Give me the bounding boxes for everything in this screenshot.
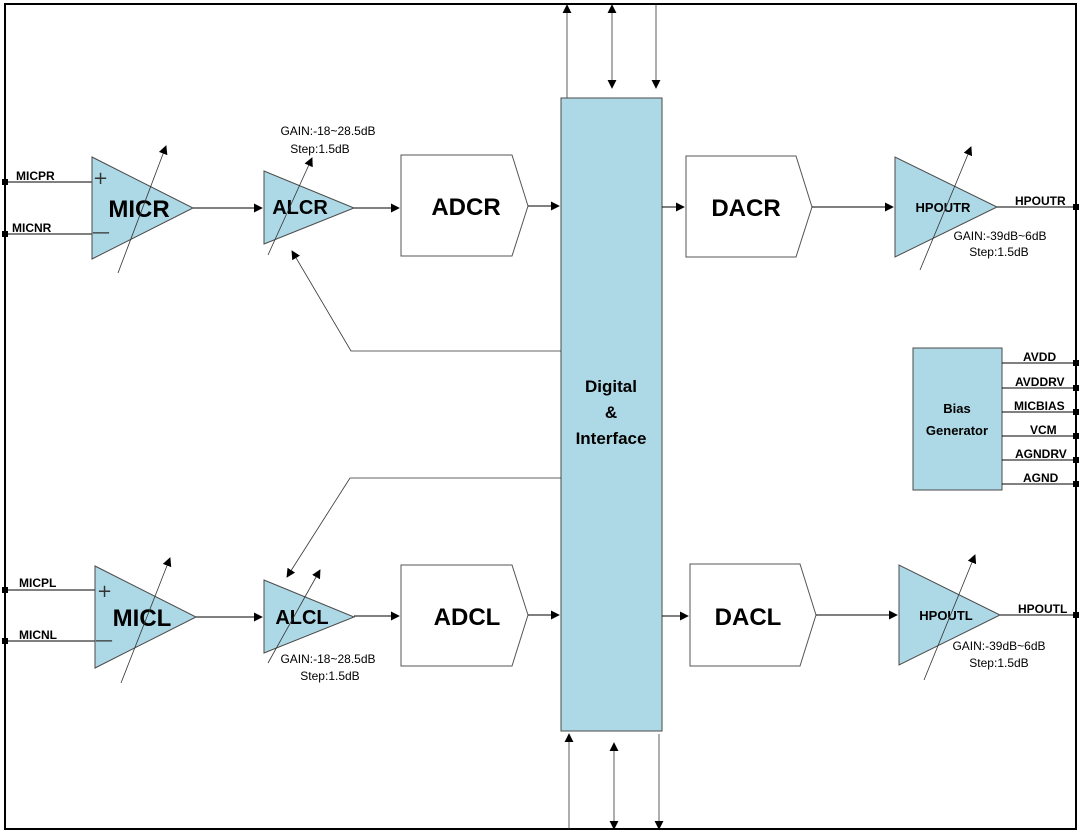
micr-minus-symbol: —: [92, 222, 110, 243]
alcr-gain-note: GAIN:-18~28.5dB: [280, 124, 375, 138]
hpoutr-gain-note: GAIN:-39dB~6dB: [953, 229, 1046, 243]
micr-plus-symbol: +: [93, 168, 108, 189]
hpoutl-step-note: Step:1.5dB: [969, 656, 1028, 670]
alcr-feedback-path: [291, 250, 561, 352]
digital-interface-block: Digital & Interface: [560, 97, 663, 732]
micr-amplifier: + — MICR: [91, 145, 195, 274]
hpoutr-label: HPOUTR: [916, 200, 972, 215]
svg-text:MICPL: MICPL: [19, 576, 56, 590]
pin-agndrv: AGNDRV: [1002, 447, 1079, 463]
hpoutl-gain-note: GAIN:-39dB~6dB: [952, 639, 1045, 653]
pin-hpoutl: HPOUTL: [1000, 602, 1079, 618]
pin-vcm: VCM: [1002, 423, 1079, 439]
alcl-label: ALCL: [275, 607, 328, 629]
bias-label-line1: Bias: [943, 401, 970, 416]
svg-text:AVDDRV: AVDDRV: [1015, 375, 1065, 389]
pin-micpl: MICPL: [2, 576, 95, 593]
svg-text:AGNDRV: AGNDRV: [1015, 447, 1067, 461]
bottom-bus: [564, 733, 664, 830]
pin-micnl: MICNL: [2, 628, 95, 644]
digital-label-line3: Interface: [576, 429, 647, 448]
micl-amplifier: + — MICL: [94, 557, 198, 684]
top-bus: [562, 4, 661, 98]
svg-text:AGND: AGND: [1023, 471, 1059, 485]
adcl-label: ADCL: [434, 604, 501, 631]
svg-text:HPOUTL: HPOUTL: [1018, 602, 1067, 616]
digital-label-line2: &: [605, 403, 617, 422]
dacr-label: DACR: [711, 195, 780, 222]
hpoutr-amplifier: HPOUTR GAIN:-39dB~6dB Step:1.5dB: [894, 146, 1047, 271]
adcr-block: ADCR: [400, 154, 529, 257]
micl-label: MICL: [113, 605, 172, 632]
svg-text:VCM: VCM: [1030, 423, 1057, 437]
bias-generator-block: Bias Generator: [912, 347, 1003, 491]
micr-label: MICR: [108, 196, 169, 223]
digital-label-line1: Digital: [585, 377, 637, 396]
svg-text:MICPR: MICPR: [16, 169, 55, 183]
bias-label-line2: Generator: [926, 423, 988, 438]
alcl-gain-note: GAIN:-18~28.5dB: [280, 652, 375, 666]
alcr-label: ALCR: [272, 197, 328, 219]
pin-micpr: MICPR: [2, 169, 92, 185]
alcr-amplifier: ALCR GAIN:-18~28.5dB Step:1.5dB: [263, 124, 376, 256]
svg-text:HPOUTR: HPOUTR: [1015, 194, 1066, 208]
hpoutr-step-note: Step:1.5dB: [969, 245, 1028, 259]
pin-hpoutr: HPOUTR: [997, 194, 1079, 210]
chip-border: [4, 3, 1077, 830]
pin-micnr: MICNR: [2, 221, 92, 237]
micl-minus-symbol: —: [95, 630, 113, 651]
alcl-feedback-path: [286, 477, 561, 578]
alcl-amplifier: ALCL GAIN:-18~28.5dB Step:1.5dB: [263, 569, 376, 683]
svg-text:MICNL: MICNL: [19, 628, 57, 642]
hpoutl-label: HPOUTL: [919, 608, 973, 623]
hpoutl-amplifier: HPOUTL GAIN:-39dB~6dB Step:1.5dB: [898, 554, 1046, 681]
dacl-block: DACL: [689, 563, 817, 667]
micl-plus-symbol: +: [97, 581, 112, 602]
alcr-step-note: Step:1.5dB: [290, 142, 349, 156]
svg-text:MICNR: MICNR: [12, 221, 52, 235]
pin-avddrv: AVDDRV: [1002, 375, 1079, 391]
dacr-block: DACR: [685, 155, 813, 258]
svg-text:MICBIAS: MICBIAS: [1014, 399, 1065, 413]
pin-micbias: MICBIAS: [1002, 399, 1079, 415]
alcl-step-note: Step:1.5dB: [300, 669, 359, 683]
pin-agnd: AGND: [1002, 471, 1079, 487]
pin-avdd: AVDD: [1002, 350, 1079, 366]
adcl-block: ADCL: [400, 564, 529, 667]
svg-text:AVDD: AVDD: [1023, 350, 1056, 364]
dacl-label: DACL: [715, 604, 782, 631]
adcr-label: ADCR: [431, 194, 500, 221]
